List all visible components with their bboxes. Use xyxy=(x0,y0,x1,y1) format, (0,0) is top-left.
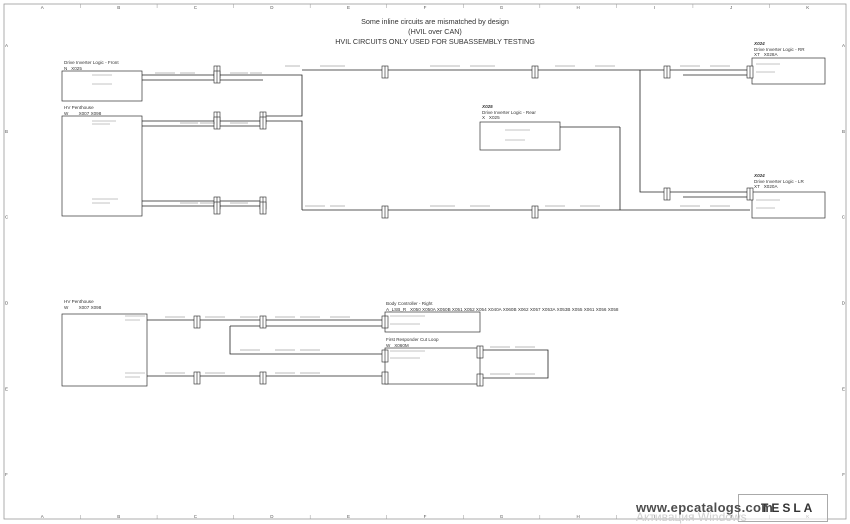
ruler-ticks xyxy=(80,4,770,519)
label-hv-penthouse-bottom: HV Penthouse W X007 X098 xyxy=(64,299,101,310)
component-ref: X025 xyxy=(482,104,493,109)
component-sub: XT xyxy=(754,184,760,189)
ruler-column-B-top: B xyxy=(117,5,120,10)
component-name: HV Penthouse xyxy=(64,105,94,110)
ruler-column-A-top: A xyxy=(41,5,44,10)
component-sub: XT xyxy=(754,52,760,57)
title-line-1: Some inline circuits are mismatched by d… xyxy=(361,17,509,26)
diagram-title: Some inline circuits are mismatched by d… xyxy=(280,17,590,47)
ruler-column-D-top: D xyxy=(270,5,274,10)
component-sub: A_LSB_R xyxy=(386,306,407,312)
component-sub: W xyxy=(64,110,69,116)
title-line-3: HVIL CIRCUITS ONLY USED FOR SUBASSEMBLY … xyxy=(335,37,535,46)
tesla-logo-box: TESLA xyxy=(738,494,828,522)
ruler-row-C-right: C xyxy=(842,215,846,220)
ruler-column-I-bottom: I xyxy=(654,514,655,519)
ruler-column-J-top: J xyxy=(730,5,732,10)
ruler-column-H-bottom: H xyxy=(576,514,579,519)
component-connector: X007 X098 xyxy=(78,304,102,310)
component-box-drive-inverter-rear xyxy=(479,121,561,151)
ruler-column-B-bottom: B xyxy=(117,514,120,519)
ruler-row-F-left: F xyxy=(5,472,8,477)
sheet-border xyxy=(3,3,847,520)
pin-marks xyxy=(92,63,780,378)
ruler-labels: AABBCCDDEEFFGGHHIIJJKKAABBCCDDEEFF xyxy=(5,5,846,519)
component-name: Drive Inverter Logic - LR xyxy=(754,178,804,184)
label-drive-inverter-front: Drive Inverter Logic - Front N X025 xyxy=(64,60,119,71)
component-name: Drive Inverter Logic - Front xyxy=(64,60,119,65)
component-box-drive-inverter-rr xyxy=(751,57,826,85)
component-name: HV Penthouse xyxy=(64,299,94,304)
label-drive-inverter-rear: X025 Drive Inverter Logic - Rear X X025 xyxy=(482,104,536,121)
component-name: Drive Inverter Logic - RR xyxy=(754,46,805,52)
ruler-column-C-bottom: C xyxy=(194,514,198,519)
ruler-row-C-left: C xyxy=(5,215,9,220)
ruler-row-D-left: D xyxy=(5,300,9,305)
label-drive-inverter-rr: X024 Drive Inverter Logic - RR XT X028A xyxy=(754,41,805,58)
ruler-row-B-right: B xyxy=(842,129,845,134)
component-connector: X020A xyxy=(763,184,778,189)
component-connector: X050 X050A X050B X051 X052 X054 X040A X0… xyxy=(410,306,619,312)
component-sub: N xyxy=(64,65,68,71)
ruler-row-D-right: D xyxy=(842,300,846,305)
label-drive-inverter-lr: X024 Drive Inverter Logic - LR XT X020A xyxy=(754,173,804,190)
label-body-controller-right: Body Controller - Right A_LSB_R X050 X05… xyxy=(386,301,618,312)
ruler-row-E-right: E xyxy=(842,386,845,391)
component-sub: X xyxy=(482,115,486,120)
ruler-column-C-top: C xyxy=(194,5,198,10)
component-box-hv-penthouse-bottom xyxy=(61,313,148,387)
label-hv-penthouse-top: HV Penthouse W X007 X098 xyxy=(64,105,101,116)
component-box-drive-inverter-lr xyxy=(751,191,826,219)
ruler-row-F-right: F xyxy=(842,472,845,477)
ruler-column-E-bottom: E xyxy=(347,514,350,519)
component-box-body-controller-right xyxy=(384,311,481,333)
ruler-row-A-right: A xyxy=(842,43,845,48)
inline-connectors xyxy=(193,65,754,387)
windows-activation-overlay: Активация Windows xyxy=(636,510,747,524)
component-ref: X024 xyxy=(754,173,765,178)
watermark-site: www.epcatalogs.com xyxy=(636,500,774,515)
ruler-column-D-bottom: D xyxy=(270,514,274,519)
component-box-hv-penthouse-top xyxy=(61,115,143,217)
component-ref: X024 xyxy=(754,41,765,46)
ruler-column-E-top: E xyxy=(347,5,350,10)
ruler-row-E-left: E xyxy=(5,386,8,391)
component-box-first-responder-cut-loop xyxy=(384,347,481,385)
ruler-column-H-top: H xyxy=(576,5,579,10)
label-first-responder-cut-loop: First Responder Cut Loop W X060M xyxy=(386,337,439,348)
title-line-2: (HVIL over CAN) xyxy=(408,27,462,36)
ruler-column-K-top: K xyxy=(806,5,809,10)
ruler-column-F-top: F xyxy=(424,5,427,10)
component-sub: W xyxy=(386,342,391,348)
ruler-column-G-top: G xyxy=(500,5,504,10)
ruler-column-J-bottom: J xyxy=(730,514,732,519)
ruler-row-A-left: A xyxy=(5,43,8,48)
ruler-row-B-left: B xyxy=(5,129,8,134)
wire-label-marks xyxy=(155,65,730,375)
component-connector: X025 xyxy=(71,65,82,71)
component-connector: X007 X098 xyxy=(78,110,102,116)
ruler-column-G-bottom: G xyxy=(500,514,504,519)
component-sub: W xyxy=(64,304,69,310)
component-connector: X060M xyxy=(394,342,409,348)
component-name: Drive Inverter Logic - Rear xyxy=(482,109,536,115)
ruler-column-I-top: I xyxy=(654,5,655,10)
wire-harness xyxy=(142,69,750,379)
ruler-column-A-bottom: A xyxy=(41,514,44,519)
ruler-column-F-bottom: F xyxy=(424,514,427,519)
component-name: First Responder Cut Loop xyxy=(386,337,439,342)
tesla-logo: TESLA xyxy=(761,501,816,515)
component-connector: X028A xyxy=(763,52,778,57)
component-connector: X025 xyxy=(488,115,500,120)
component-name: Body Controller - Right xyxy=(386,301,433,306)
component-box-drive-inverter-front xyxy=(61,70,143,102)
